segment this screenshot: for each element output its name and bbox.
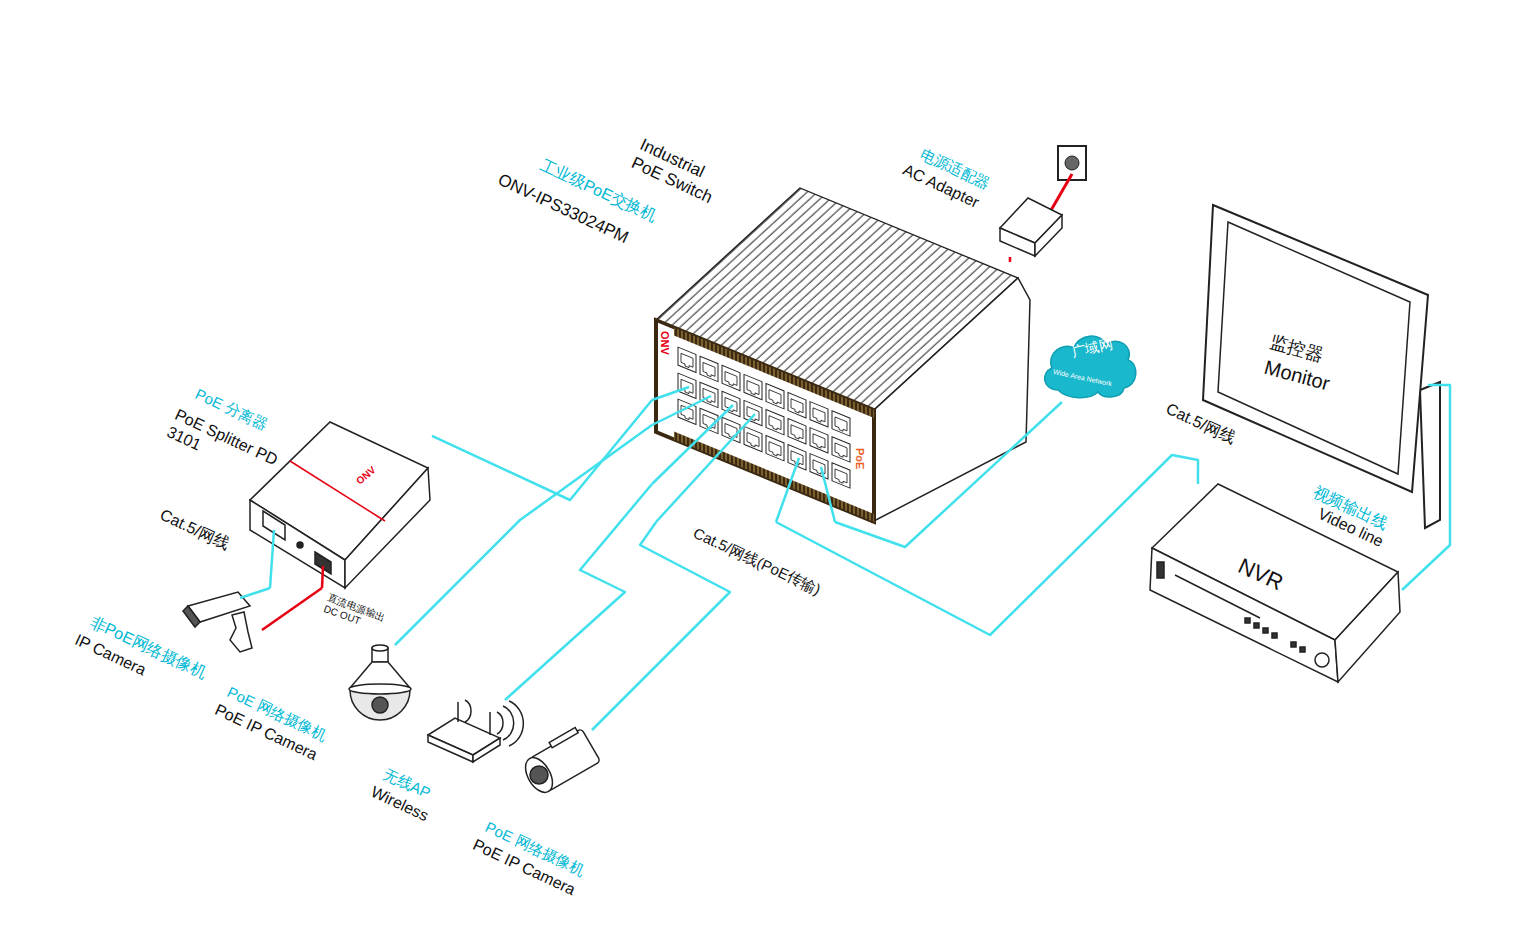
node-text-holder: ONV [658,331,671,355]
ac-adapter [1000,198,1062,256]
cable-label: Cat.5/网线 [1163,399,1239,448]
cable-connector [1009,257,1012,262]
cable-label-holder: Cat.5/网线 [1163,399,1239,448]
cable-connector [240,588,270,598]
node-text-holder: PoE [853,448,866,469]
node-text-holder: NVR [1234,553,1287,597]
node-text-holder: ONV [354,464,378,487]
dome-camera [349,645,411,720]
monitor [1203,205,1440,528]
adapter-node: 电源适配器AC Adapter [1000,195,1062,257]
node-text: ONV [354,464,378,487]
cable-connector [776,455,1198,635]
port-cables [652,387,835,522]
camera-node: 非PoE网络摄像机IP Camera [185,598,262,655]
cable-connector [592,522,730,730]
cable-connector [835,402,1062,547]
monitor-node: 监控器Monitor [1213,205,1428,395]
cable-label: Cat.5/网线(PoE传输) [690,524,823,599]
wireless-ap [428,700,523,762]
cable-connector [1402,385,1450,590]
cable-connector [395,425,652,645]
camera-node: PoE 网络摄像机PoE IP Camera [512,730,600,800]
camera-node: PoE 网络摄像机PoE IP Camera [348,645,412,722]
cloud-outline [1045,336,1136,398]
ap-node: 无线APWireless [428,700,520,762]
node-text: ONV [658,331,671,355]
bullet-camera [520,725,601,797]
cable-label-holder: Cat.5/网线(PoE传输) [690,524,823,599]
splitter-cables [270,530,323,588]
node-text: NVR [1234,553,1287,597]
poe-switch [656,188,1030,522]
wall-socket [1050,146,1086,212]
node-text: PoE [853,448,866,469]
cable-label: Cat.5/网线 [157,505,233,554]
cable-connector [505,484,652,700]
switch-node: Industrial PoE Switch工业级PoE交换机ONV-IPS330… [652,262,1030,522]
cable-label-holder: Cat.5/网线 [157,505,233,554]
cable-connector [262,588,322,630]
ip-camera [183,592,252,652]
splitter-node: PoE 分离器PoE Splitter PD 3101ONV [248,420,432,588]
poe-splitter [250,422,430,588]
cloud-node: 广域网Wide Area Network [1038,328,1140,402]
